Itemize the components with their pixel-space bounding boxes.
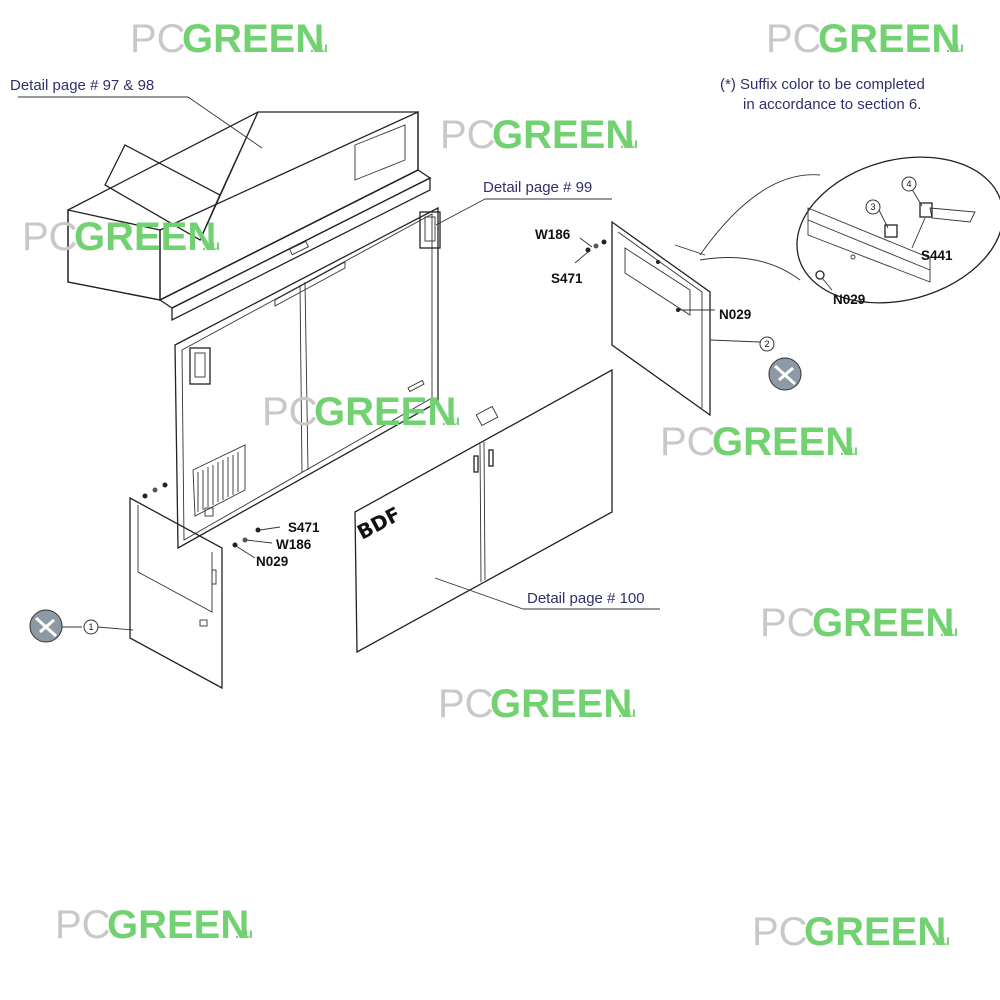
item-number-4: 4 (901, 176, 917, 192)
svg-text:GREEN: GREEN (74, 215, 216, 259)
item-number-3: 3 (865, 199, 881, 215)
svg-text:1: 1 (88, 622, 93, 632)
part-n029-left: N029 (256, 554, 288, 569)
svg-text:PC: PC (262, 390, 318, 434)
svg-text:GREEN: GREEN (107, 903, 249, 947)
item-number-1: 1 (83, 619, 99, 635)
svg-text:4: 4 (906, 179, 911, 189)
svg-text:PC: PC (55, 903, 111, 947)
svg-text:.ru: .ru (310, 39, 328, 55)
part-w186-left: W186 (276, 537, 312, 552)
part-w186-top: W186 (535, 227, 571, 242)
wrench-icon-left (29, 609, 82, 643)
svg-text:.ru: .ru (932, 932, 950, 948)
svg-text:PC: PC (438, 682, 494, 726)
svg-text:PC: PC (766, 17, 822, 61)
svg-text:PC: PC (440, 113, 496, 157)
svg-text:GREEN: GREEN (818, 17, 960, 61)
svg-text:.ru: .ru (940, 623, 958, 639)
svg-text:PC: PC (22, 215, 78, 259)
wrench-icon-right (768, 357, 802, 391)
svg-text:.ru: .ru (618, 704, 636, 720)
fasteners (142, 239, 680, 548)
vent-grille (192, 444, 246, 517)
right-side-panel (611, 220, 711, 417)
leader-lines (18, 96, 926, 631)
item-number-2: 2 (759, 336, 775, 352)
part-s471-left: S471 (288, 520, 320, 535)
part-s471-top: S471 (551, 271, 583, 286)
svg-text:.ru: .ru (202, 237, 220, 253)
main-cabinet-frame (174, 206, 441, 550)
svg-text:GREEN: GREEN (314, 390, 456, 434)
note-line-1: (*) Suffix color to be completed (720, 76, 925, 93)
svg-text:GREEN: GREEN (804, 910, 946, 954)
hood-assembly (67, 110, 432, 322)
part-s441-zoom: S441 (921, 248, 953, 263)
svg-text:GREEN: GREEN (490, 682, 632, 726)
svg-text:.ru: .ru (946, 39, 964, 55)
svg-text:.ru: .ru (620, 135, 638, 151)
callout-detail-99: Detail page # 99 (483, 179, 592, 196)
svg-text:.ru: .ru (840, 442, 858, 458)
svg-text:.ru: .ru (442, 412, 460, 428)
svg-text:GREEN: GREEN (712, 420, 854, 464)
svg-text:3: 3 (870, 202, 875, 212)
svg-text:GREEN: GREEN (812, 601, 954, 645)
callout-detail-97-98: Detail page # 97 & 98 (10, 77, 154, 94)
svg-text:2: 2 (764, 339, 769, 349)
svg-text:PC: PC (752, 910, 808, 954)
svg-text:PC: PC (760, 601, 816, 645)
part-n029-right: N029 (719, 307, 751, 322)
callout-detail-100: Detail page # 100 (527, 590, 645, 607)
svg-text:GREEN: GREEN (492, 113, 634, 157)
left-side-panel (129, 496, 223, 690)
svg-text:PC: PC (130, 17, 186, 61)
zoom-detail (699, 156, 1000, 304)
svg-text:GREEN: GREEN (182, 17, 324, 61)
part-n029-zoom: N029 (833, 292, 865, 307)
note-line-2: in accordance to section 6. (743, 96, 921, 113)
svg-text:.ru: .ru (235, 925, 253, 941)
svg-text:PC: PC (660, 420, 716, 464)
